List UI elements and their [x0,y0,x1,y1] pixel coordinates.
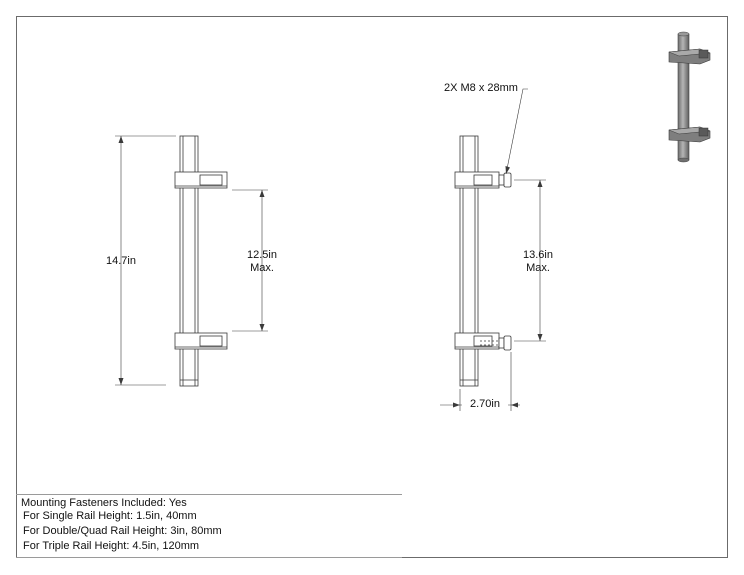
top-bolt [498,174,505,186]
note-double-quad-rail: For Double/Quad Rail Height: 3in, 80mm [23,525,222,537]
notes-divider-bottom [16,557,402,558]
right-tube [459,135,479,387]
fastener-leader [505,88,528,175]
left-max-suffix-label: Max. [250,262,274,274]
notes-divider-top [16,494,402,495]
fastener-callout-label: 2X M8 x 28mm [444,82,518,94]
right-max-suffix-label: Max. [526,262,550,274]
left-view [115,135,268,387]
right-view [440,88,546,411]
right-max-value-label: 13.6in [523,249,553,261]
left-tube [179,135,199,387]
note-fasteners: Mounting Fasteners Included: Yes [21,497,187,509]
note-triple-rail: For Triple Rail Height: 4.5in, 120mm [23,540,200,552]
product-render [668,31,711,163]
overall-height-label: 14.7in [106,255,136,267]
width-label: 2.70in [462,398,508,411]
note-single-rail: For Single Rail Height: 1.5in, 40mm [23,510,197,522]
left-max-value-label: 12.5in [247,249,277,261]
bottom-bolt [498,337,505,349]
